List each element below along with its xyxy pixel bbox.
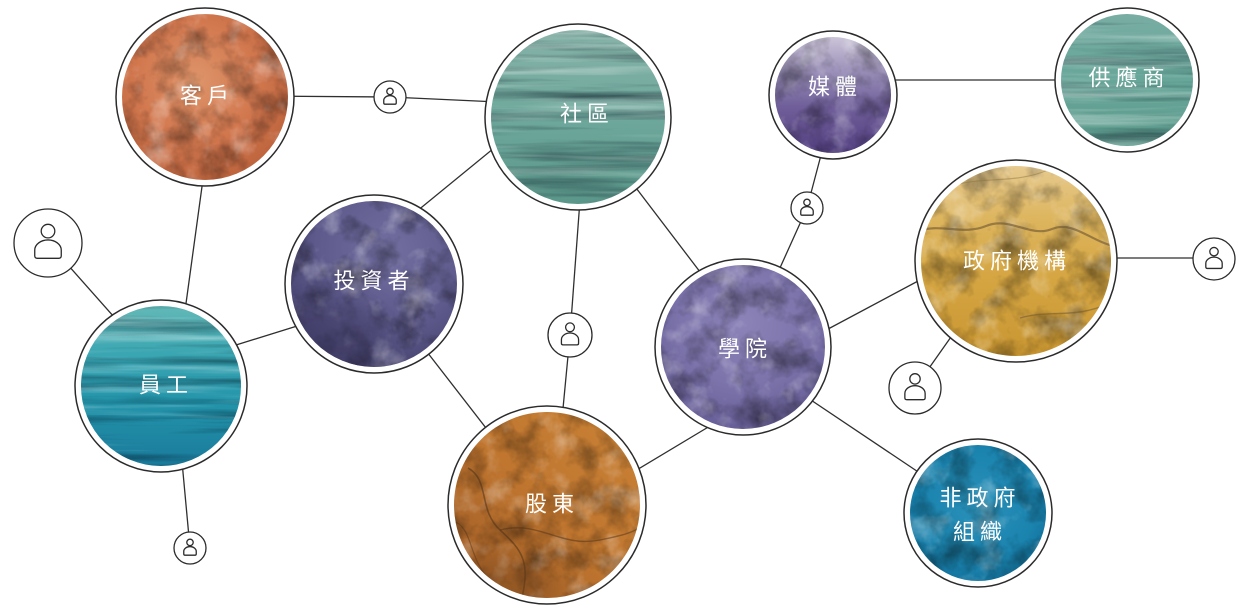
node-suppliers: 供應商 <box>1054 7 1200 153</box>
person-icon <box>14 209 82 277</box>
node-label-government: 政府機構 <box>963 250 1071 275</box>
node-label-shareholders: 股東 <box>525 493 579 518</box>
node-ngo: 非政府 組織 <box>903 438 1053 588</box>
node-fill <box>910 445 1046 581</box>
node-academia: 學院 <box>654 258 832 436</box>
node-media: 媒體 <box>768 30 898 160</box>
node-fill <box>491 30 665 204</box>
node-label-community: 社區 <box>560 103 614 128</box>
node-fill <box>661 265 825 429</box>
node-fill <box>775 37 891 153</box>
node-community: 社區 <box>484 23 672 211</box>
person-icon <box>1193 238 1235 280</box>
node-investors: 投資者 <box>284 194 464 374</box>
node-employees: 員工 <box>74 299 248 473</box>
connector-line <box>629 179 711 286</box>
person-icon <box>174 532 206 564</box>
node-label-customers: 客戶 <box>180 85 234 110</box>
watercolor-shading <box>291 295 387 367</box>
person-icon <box>889 362 941 414</box>
node-fill <box>81 306 241 466</box>
node-fill <box>921 166 1111 356</box>
node-fill <box>122 14 288 180</box>
node-label-ngo-line1: 非政府 <box>939 487 1020 512</box>
node-fill <box>454 412 640 598</box>
person-icon <box>791 192 823 224</box>
node-label-ngo-line2: 組織 <box>953 521 1007 546</box>
node-label-employees: 員工 <box>139 374 193 399</box>
node-label-investors: 投資者 <box>333 270 414 295</box>
person-icon <box>548 313 592 357</box>
node-customers: 客戶 <box>115 7 295 187</box>
node-government: 政府機構 <box>914 159 1118 363</box>
node-fill <box>1061 14 1193 146</box>
person-icon <box>374 81 406 113</box>
node-label-suppliers: 供應商 <box>1088 66 1169 92</box>
node-shareholders: 股東 <box>447 405 647 605</box>
node-label-media: 媒體 <box>808 76 862 101</box>
node-label-academia: 學院 <box>718 338 772 363</box>
